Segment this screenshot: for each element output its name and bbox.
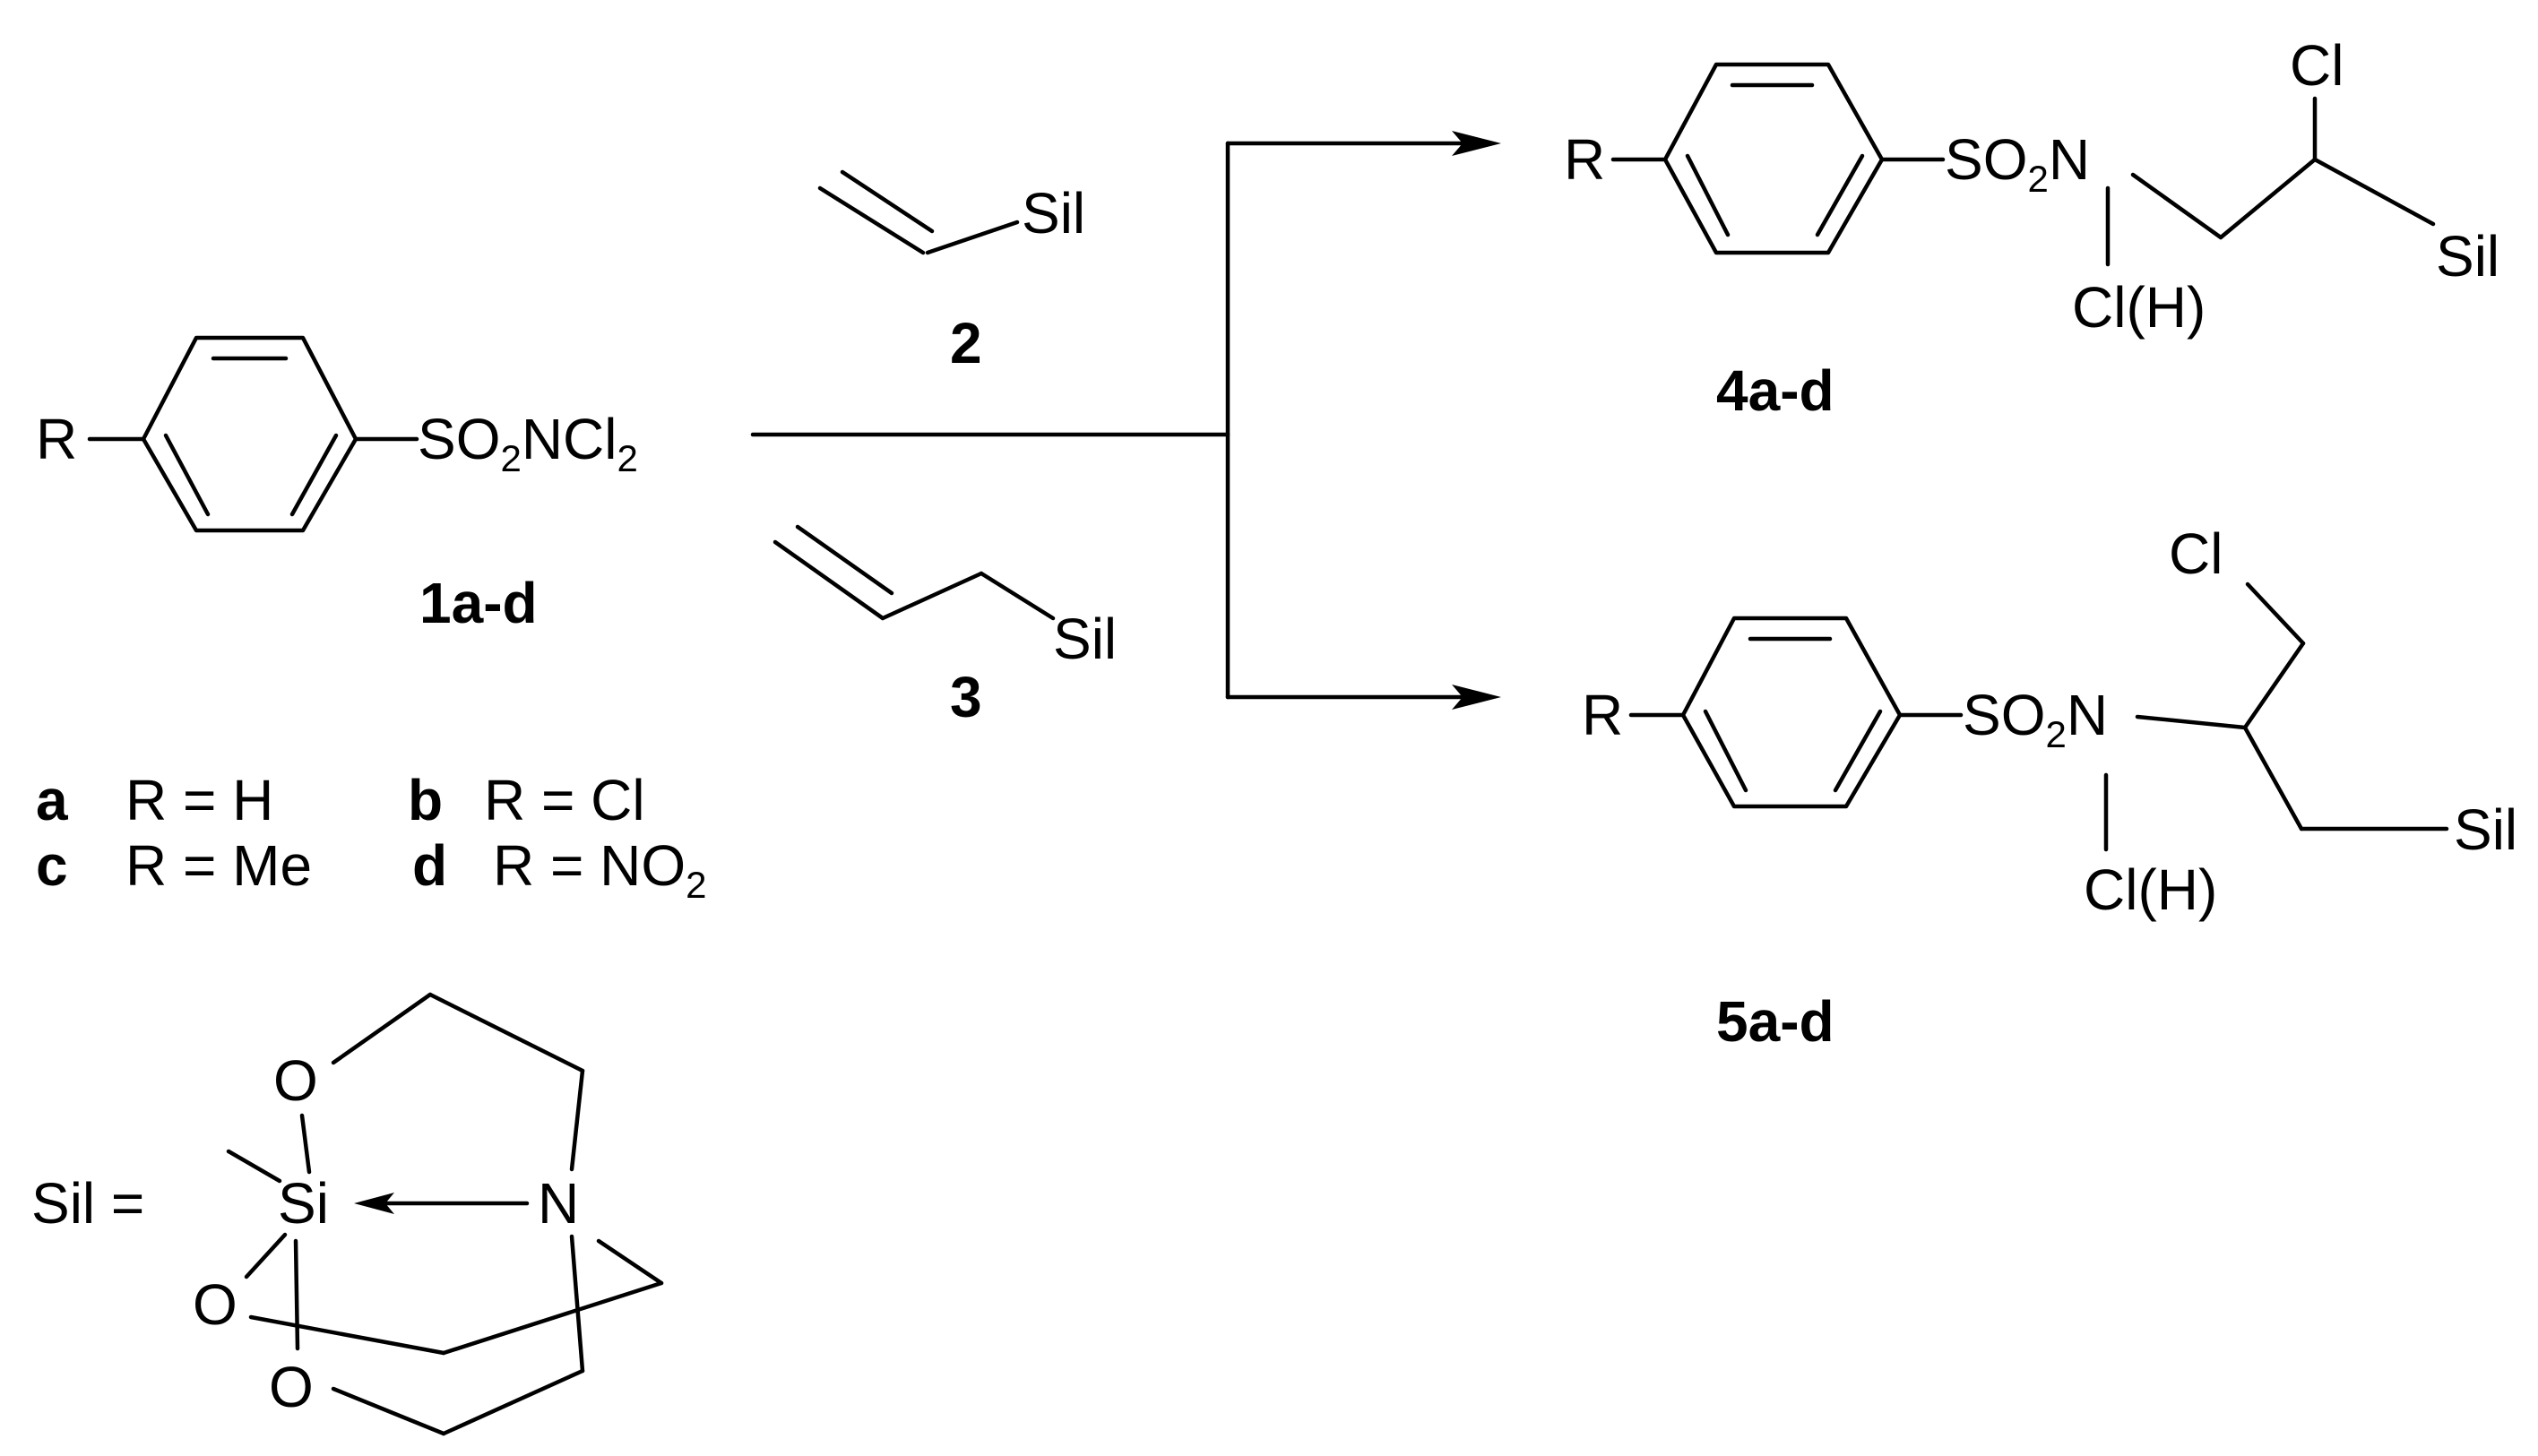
arrowhead-to-product-4 xyxy=(1452,131,1501,156)
reagent-3-group: Sil xyxy=(1053,607,1117,671)
reagent-3-label: 3 xyxy=(950,665,982,729)
silatrane-o2: O xyxy=(193,1272,237,1337)
variant-b-text: R = Cl xyxy=(484,768,645,832)
variant-c-key: c xyxy=(36,833,68,898)
product-4-chain-end: Sil xyxy=(2436,224,2499,289)
silatrane-o3: O xyxy=(269,1355,314,1419)
reactant-1-label: 1a-d xyxy=(419,571,538,635)
reaction-arrows xyxy=(750,131,1501,710)
product-4-substituent: R xyxy=(1564,127,1605,192)
silatrane-o1: O xyxy=(273,1048,318,1113)
product-4: R SO2N Cl(H) Cl Sil 4a-d xyxy=(1564,33,2499,423)
silatrane-definition: Sil = Si N O O O xyxy=(31,992,664,1436)
product-5-benzene-ring xyxy=(1680,616,1903,809)
product-4-benzene-ring xyxy=(1662,62,1885,255)
product-4-label: 4a-d xyxy=(1716,358,1834,423)
product-5-chain-cl: Cl xyxy=(2169,521,2223,586)
reactant-1-substituent: R xyxy=(36,407,77,471)
variant-legend: a R = H b R = Cl c R = Me d R = NO2 xyxy=(36,768,707,906)
product-4-chain-cl: Cl xyxy=(2290,33,2344,98)
product-5-group: SO2N xyxy=(1963,683,2108,755)
silatrane-prefix: Sil = xyxy=(31,1171,144,1236)
product-4-n-substituent: Cl(H) xyxy=(2072,275,2206,340)
variant-a-key: a xyxy=(36,768,68,832)
variant-d-key: d xyxy=(412,833,447,898)
product-5: R SO2N Cl(H) Cl Sil 5a-d xyxy=(1582,521,2517,1054)
variant-a-text: R = H xyxy=(125,768,273,832)
product-5-chain-end: Sil xyxy=(2454,797,2517,862)
silatrane-n: N xyxy=(538,1171,579,1236)
silatrane-dative-arrowhead xyxy=(354,1193,394,1214)
reagent-2: Sil 2 xyxy=(817,169,1085,375)
reagent-2-group: Sil xyxy=(1022,181,1085,246)
variant-b-key: b xyxy=(408,768,443,832)
reactant-1-group: SO2NCl2 xyxy=(418,407,638,479)
product-5-label: 5a-d xyxy=(1716,989,1834,1054)
product-5-n-substituent: Cl(H) xyxy=(2084,857,2217,922)
silatrane-si: Si xyxy=(278,1171,329,1236)
reagent-3: Sil 3 xyxy=(773,524,1117,729)
product-4-group: SO2N xyxy=(1945,127,2090,200)
variant-d-text: R = NO2 xyxy=(493,833,707,906)
reagent-2-label: 2 xyxy=(950,311,982,375)
reactant-1: R SO2NCl2 1a-d xyxy=(36,335,638,635)
reactant-1-benzene-ring xyxy=(141,335,358,533)
product-5-substituent: R xyxy=(1582,683,1623,747)
variant-c-text: R = Me xyxy=(125,833,312,898)
arrowhead-to-product-5 xyxy=(1452,685,1501,710)
